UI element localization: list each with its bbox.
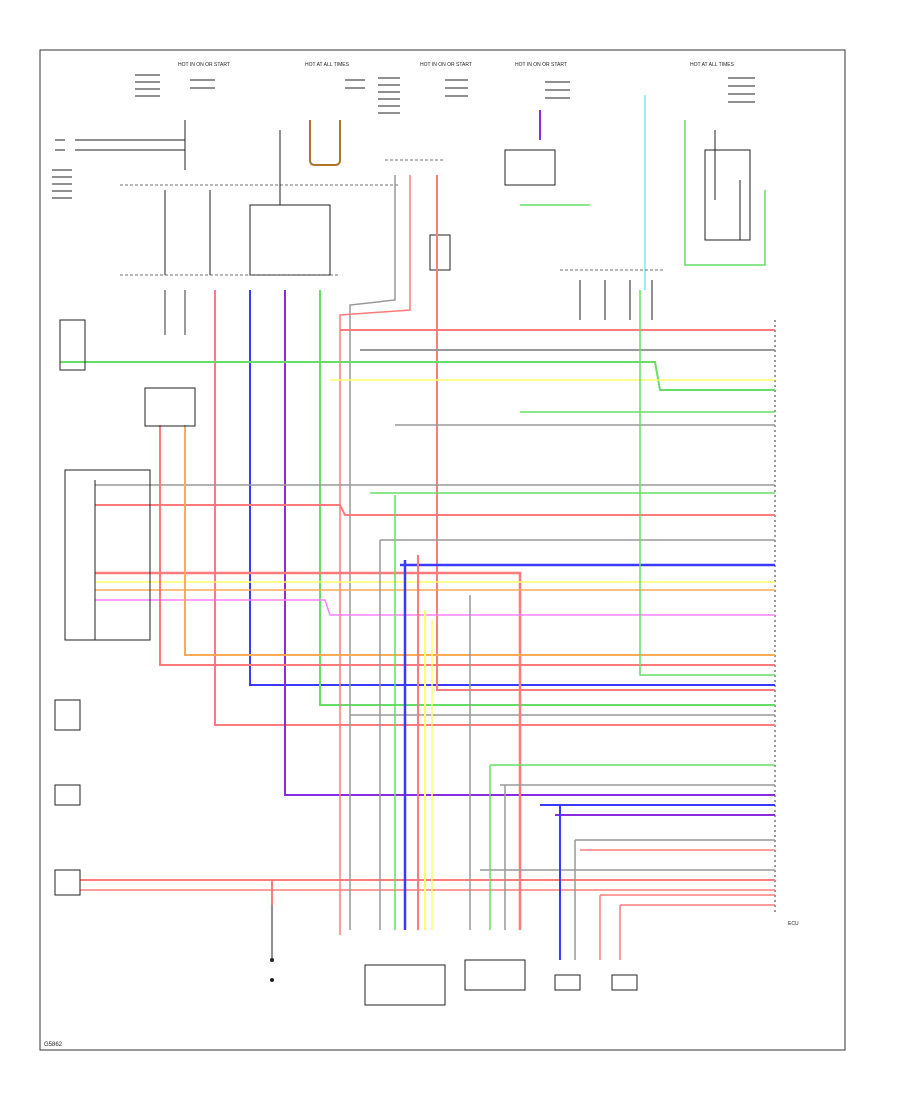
green-wire xyxy=(60,361,775,391)
green-wire xyxy=(639,290,775,676)
red-wire xyxy=(159,425,775,666)
red-wire xyxy=(436,175,775,691)
bottom-connectors xyxy=(270,905,638,1006)
gray-wire xyxy=(349,175,775,716)
red-wire xyxy=(214,290,775,726)
red-wire xyxy=(95,504,775,516)
left-modules xyxy=(54,319,196,896)
top-right-relay xyxy=(644,95,766,290)
orange-wire xyxy=(184,425,775,656)
purple-wire xyxy=(284,290,775,796)
fuse-label-1: HOT IN ON OR START xyxy=(178,62,230,68)
speed-sensor-block xyxy=(385,110,590,271)
ecu-connector-column: ECU xyxy=(774,320,799,927)
red-wire xyxy=(95,571,522,930)
figure-code: G5862 xyxy=(44,1042,63,1048)
green-wire xyxy=(319,290,775,706)
top-label-blocks xyxy=(52,74,755,199)
ecu-label: ECU xyxy=(788,921,799,927)
red-wire xyxy=(339,175,411,935)
fuse-label-4: HOT IN ON OR START xyxy=(515,62,567,68)
top-left-switch xyxy=(55,120,400,276)
wire-harness xyxy=(60,175,775,960)
blue-wire xyxy=(249,290,775,686)
diagram-frame xyxy=(39,49,846,1051)
upper-connector-row xyxy=(560,269,665,320)
fuse-label-5: HOT AT ALL TIMES xyxy=(690,62,735,68)
brown-loop-wire xyxy=(309,120,341,166)
pink-wire xyxy=(95,599,775,616)
fuse-label-3: HOT IN ON OR START xyxy=(420,62,472,68)
fuse-label-2: HOT AT ALL TIMES xyxy=(305,62,350,68)
